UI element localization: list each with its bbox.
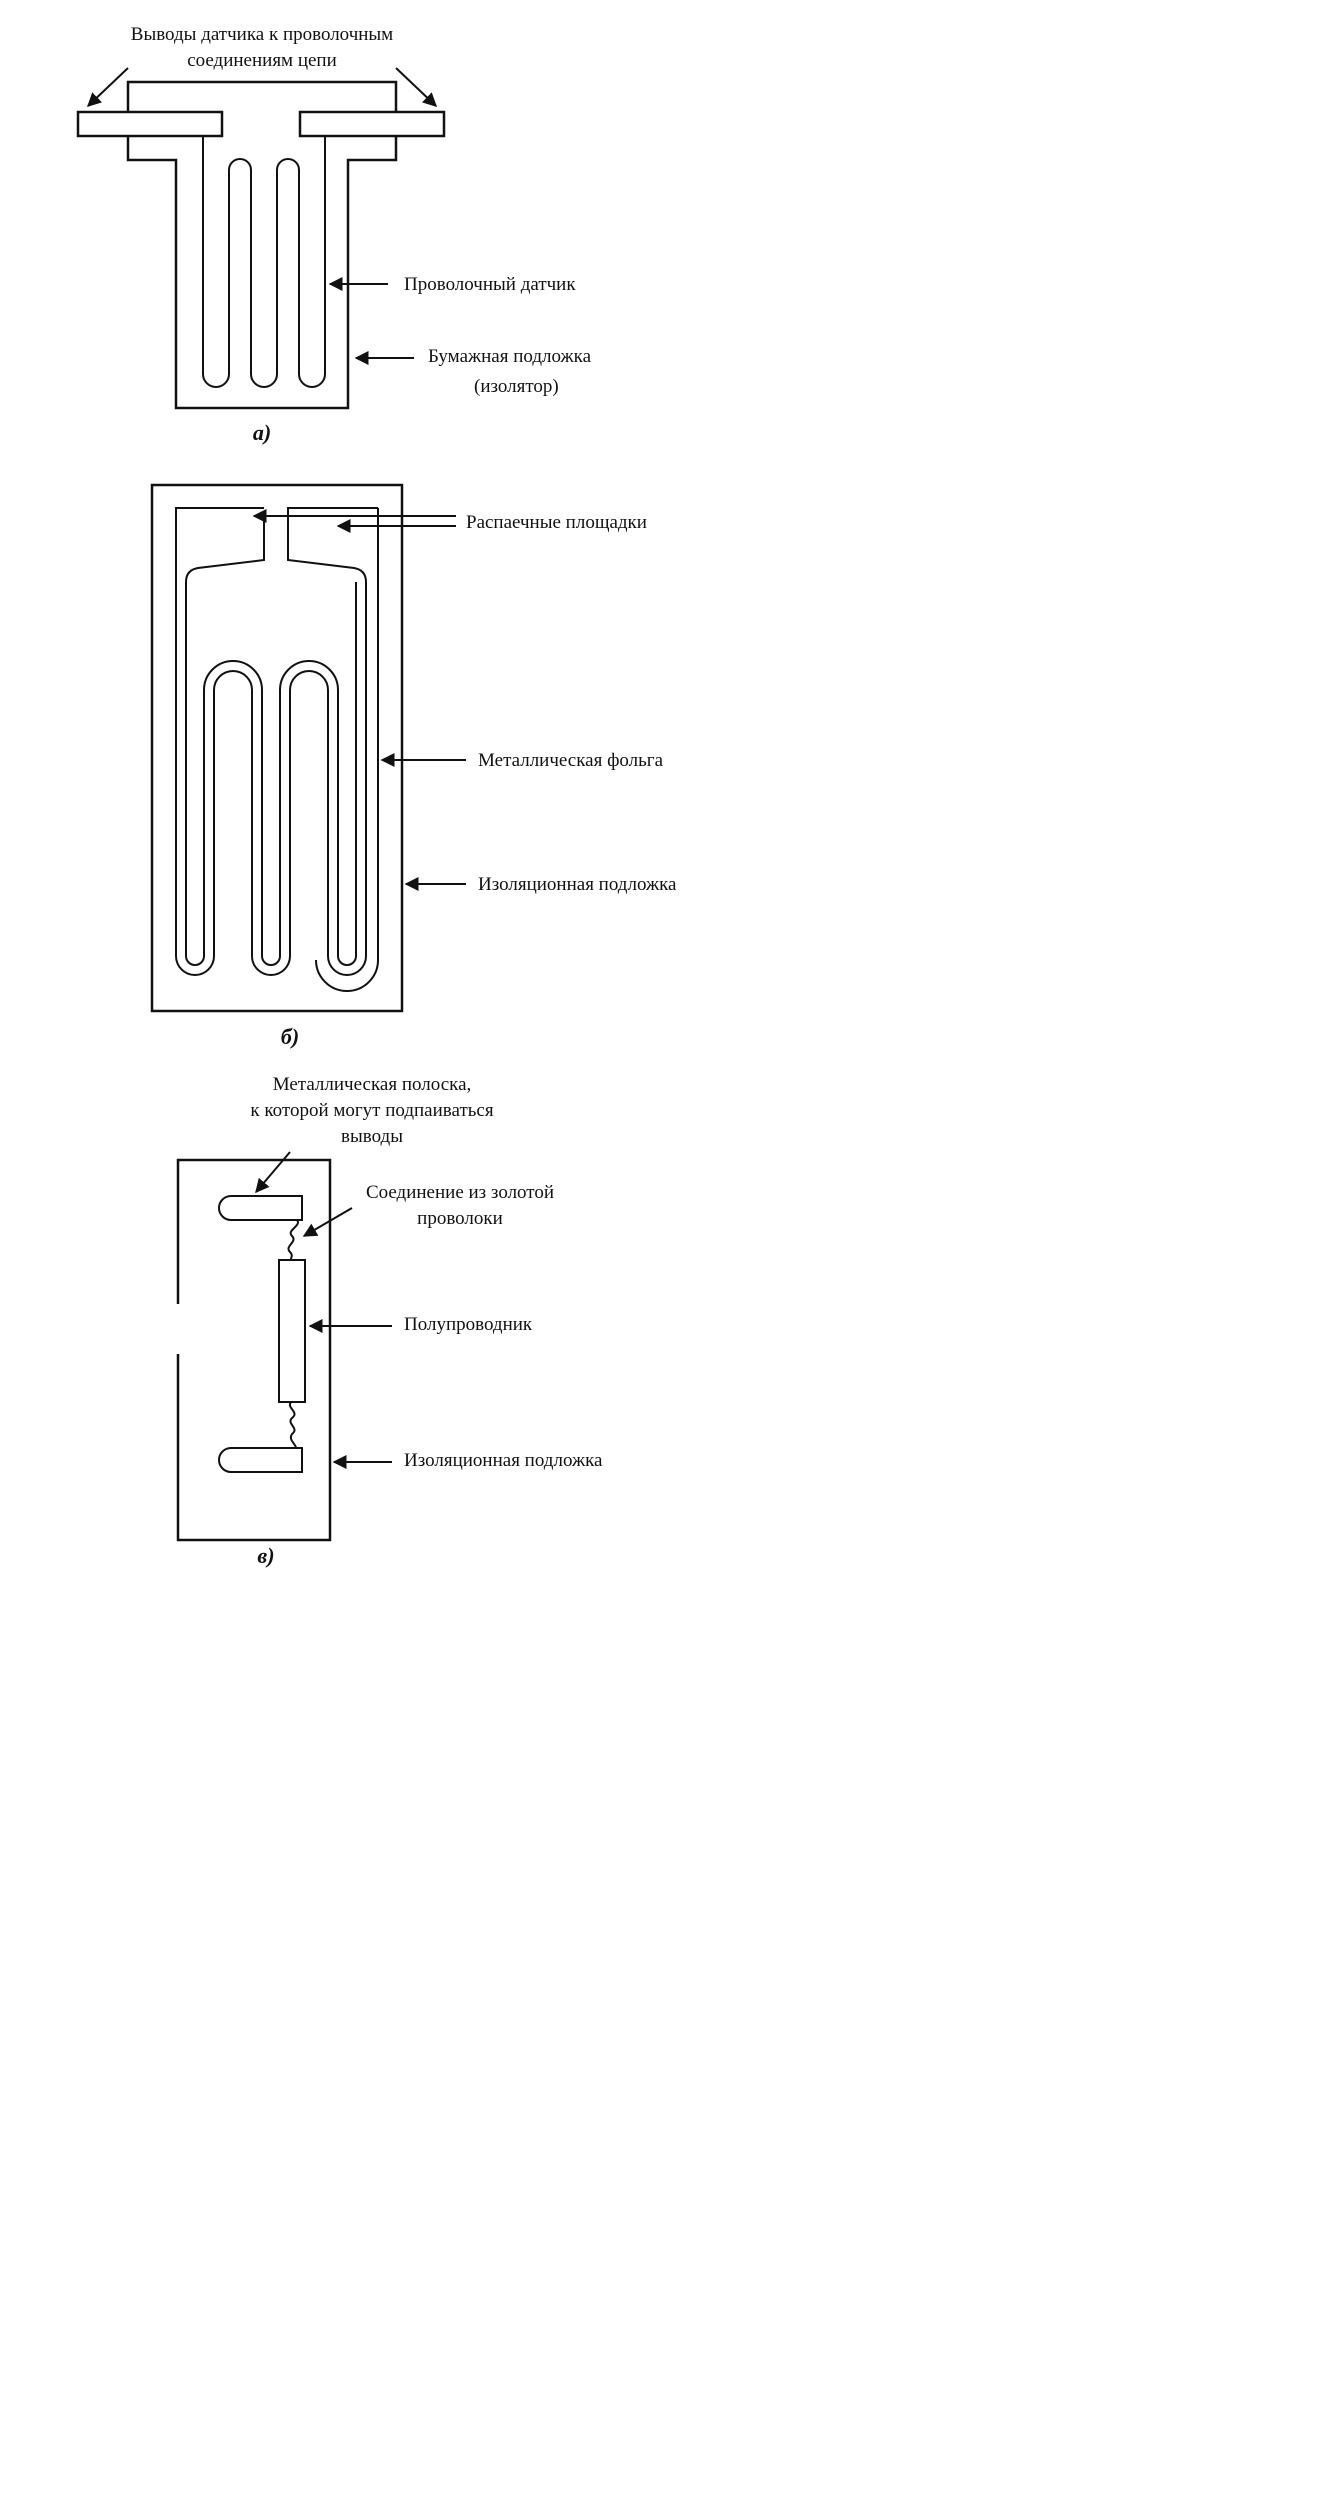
metal-strip-label-line3: выводы bbox=[341, 1126, 403, 1147]
metal-foil-label: Металлическая фольга bbox=[478, 750, 664, 771]
gold-wire-arrow bbox=[302, 1207, 353, 1237]
wire-sensor-grid bbox=[202, 136, 326, 388]
metal-foil-grid bbox=[175, 507, 379, 992]
insulating-substrate-label-c: Изоляционная подложка bbox=[404, 1450, 603, 1471]
figure-b: Распаечные площадки Металлическая фольга… bbox=[150, 483, 677, 1049]
right-lead-tab bbox=[298, 110, 446, 138]
caption-c: в) bbox=[257, 1543, 274, 1568]
leads-label-line2: соединениям цепи bbox=[187, 50, 337, 71]
figure-c: Металлическая полоска, к которой могут п… bbox=[176, 1074, 603, 1568]
gold-wire-bottom bbox=[288, 1401, 297, 1449]
gold-wire-top bbox=[287, 1219, 299, 1261]
leads-label-line1: Выводы датчика к проволочным bbox=[131, 24, 393, 45]
gold-wire-label-line2: проволоки bbox=[417, 1208, 503, 1229]
solder-pads-label: Распаечные площадки bbox=[466, 512, 647, 533]
metal-strip-label-line1: Металлическая полоска, bbox=[273, 1074, 472, 1095]
paper-substrate-label-line1: Бумажная подложка bbox=[428, 346, 592, 367]
gold-wire-label-line1: Соединение из золотой bbox=[366, 1182, 554, 1203]
semiconductor bbox=[278, 1259, 306, 1403]
leads-arrow-right bbox=[395, 67, 438, 107]
metal-strip-arrow bbox=[255, 1151, 291, 1194]
metal-strip-bottom bbox=[218, 1447, 303, 1473]
figure-a: Выводы датчика к проволочным соединениям… bbox=[76, 24, 592, 445]
insulating-substrate bbox=[150, 483, 404, 1013]
metal-strip-label-line2: к которой могут подпаиваться bbox=[250, 1100, 493, 1121]
caption-b: б) bbox=[281, 1024, 299, 1049]
left-lead-tab bbox=[76, 110, 224, 138]
strain-gauge-diagram: Выводы датчика к проволочным соединениям… bbox=[76, 24, 677, 1568]
leads-arrow-left bbox=[86, 67, 129, 107]
paper-substrate bbox=[126, 80, 398, 410]
wire-sensor-label: Проволочный датчик bbox=[404, 274, 576, 295]
semiconductor-label: Полупроводник bbox=[404, 1314, 533, 1335]
metal-strip-top bbox=[218, 1195, 303, 1221]
caption-a: а) bbox=[253, 420, 271, 445]
insulating-substrate-label-b: Изоляционная подложка bbox=[478, 874, 677, 895]
insulating-substrate-c bbox=[176, 1158, 332, 1542]
paper-substrate-label-line2: (изолятор) bbox=[474, 376, 559, 397]
